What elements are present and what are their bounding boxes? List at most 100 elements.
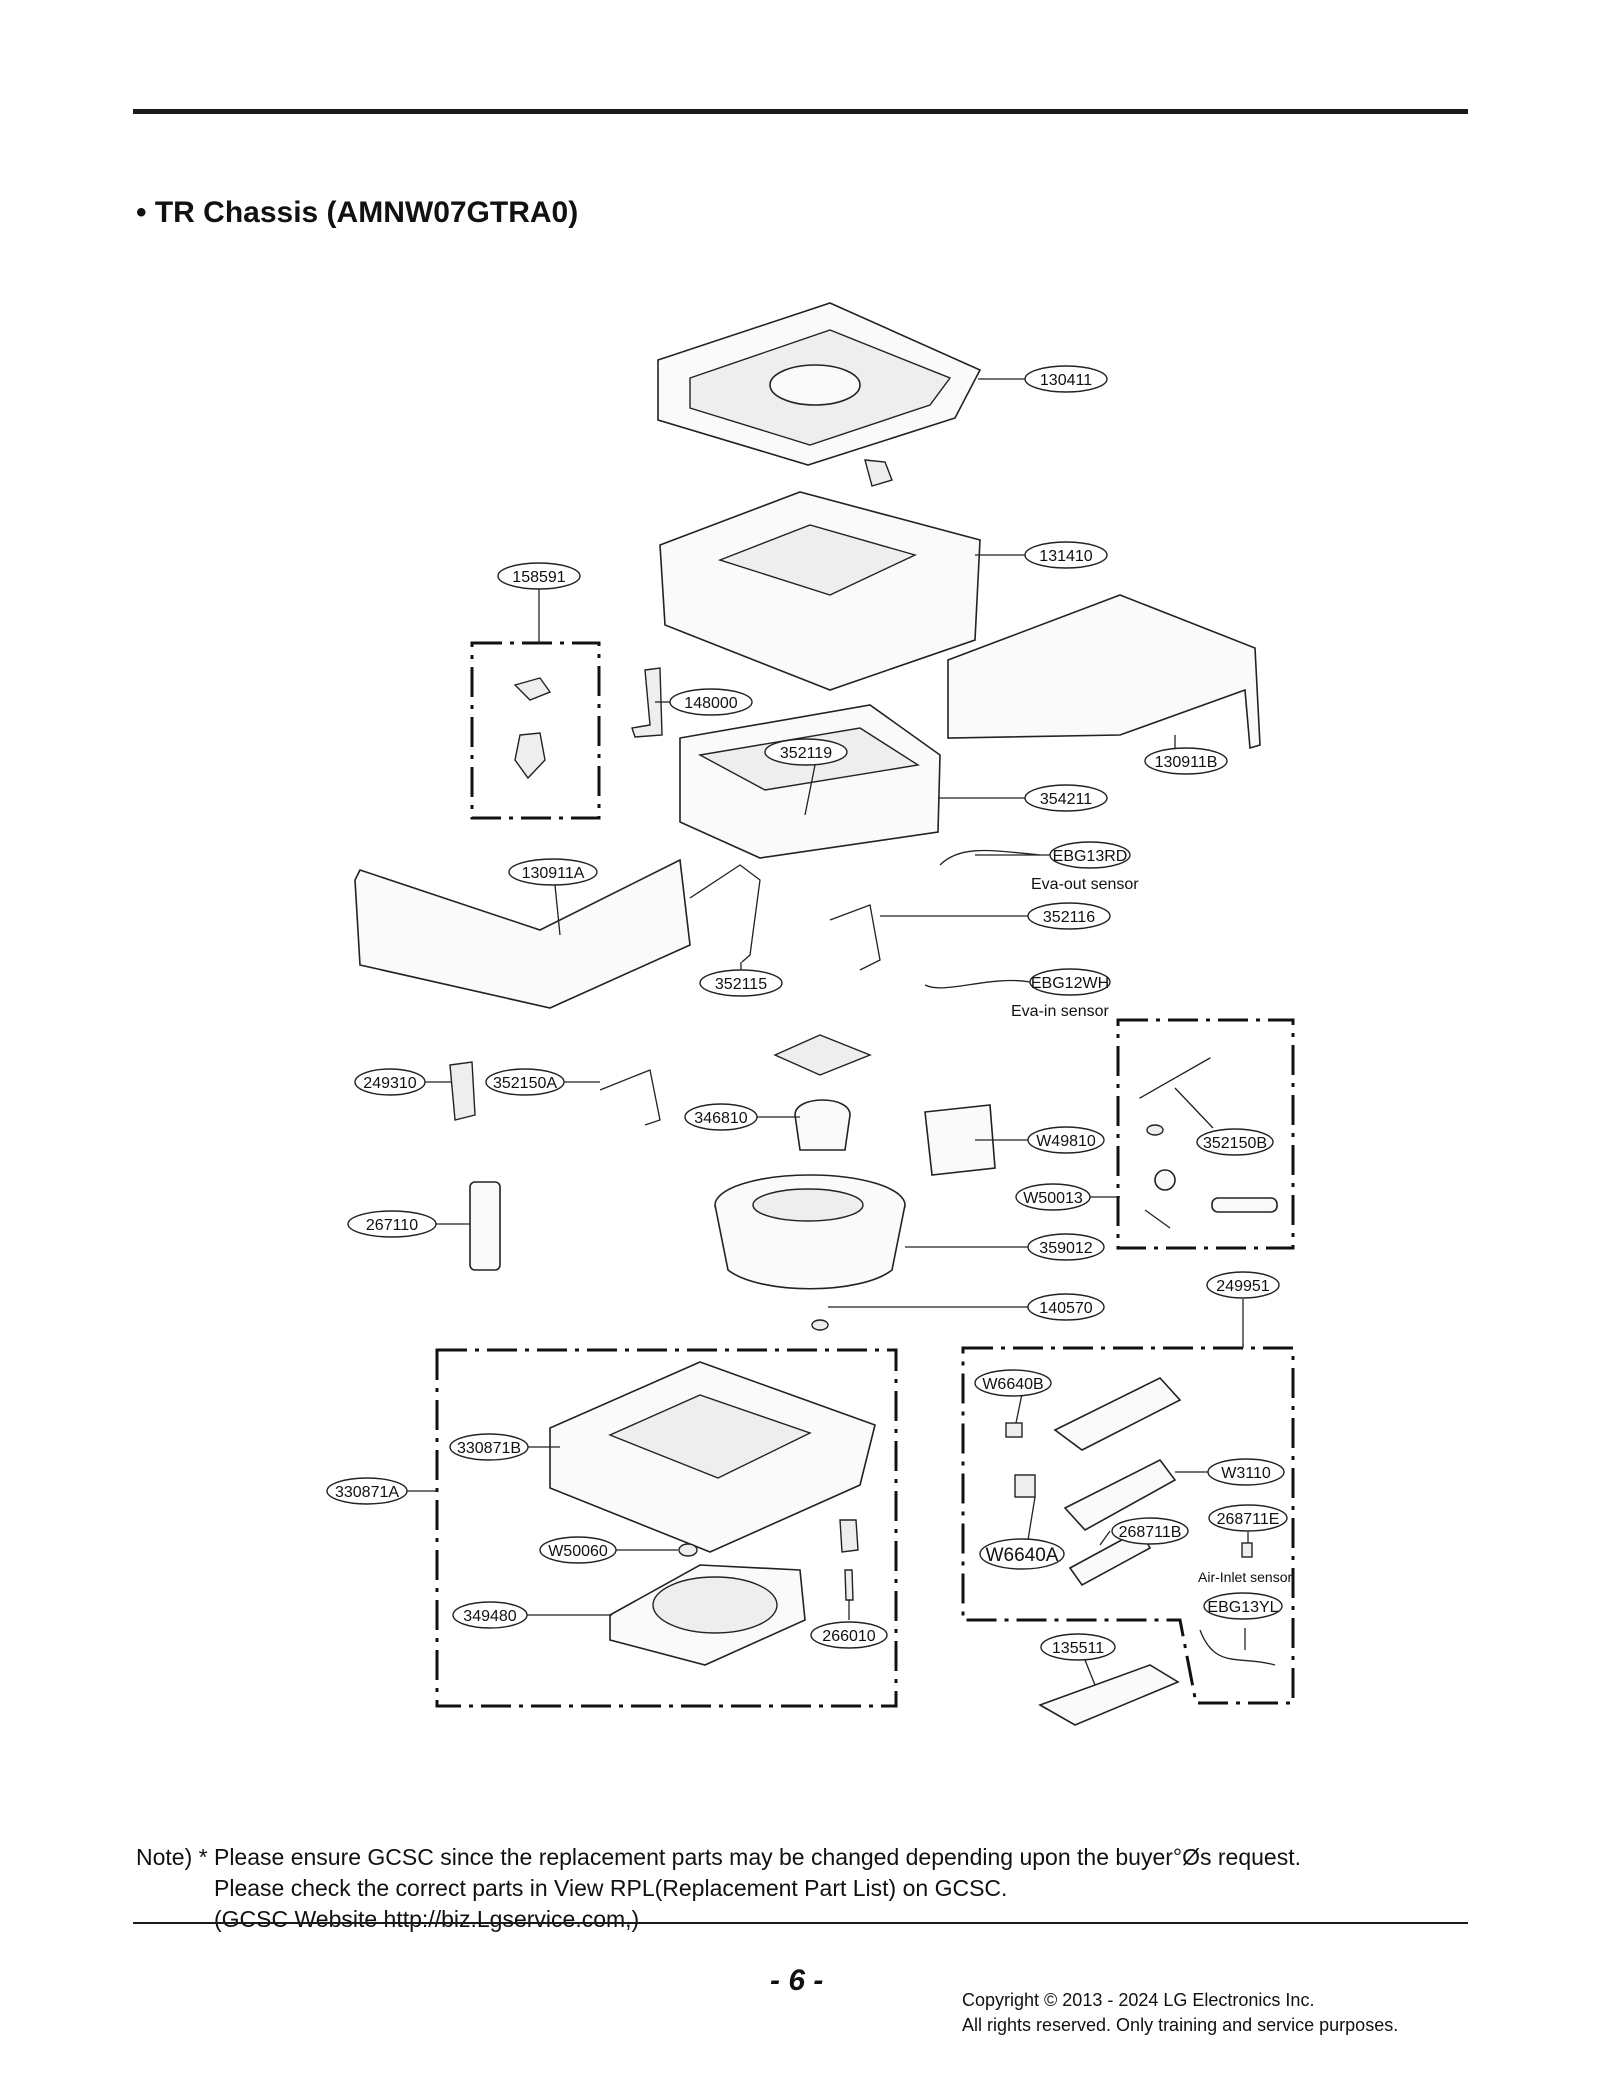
insulation-352150B	[1211, 1197, 1278, 1213]
part-label-268711E: 268711E	[1208, 1504, 1288, 1532]
bottom-rule	[133, 1922, 1468, 1924]
float-switch	[844, 1569, 854, 1601]
svg-text:131410: 131410	[1039, 548, 1092, 565]
fan-motor	[794, 1099, 851, 1151]
leader-lines	[405, 378, 1249, 1686]
cap-W50060	[678, 1543, 698, 1557]
sensor-wire-eva-in	[924, 979, 1031, 989]
part-label-140570: 140570	[1027, 1293, 1105, 1321]
part-label-352119: 352119	[764, 738, 848, 766]
part-label-249951: 249951	[1206, 1271, 1280, 1299]
svg-text:W3110: W3110	[1221, 1465, 1271, 1482]
pcb-case-W3110	[1063, 1458, 1177, 1532]
group-box-158591	[470, 641, 601, 820]
part-label-158591: 158591	[497, 562, 581, 590]
copyright-line-1: Copyright © 2013 - 2024 LG Electronics I…	[962, 1990, 1315, 2010]
top-rule	[133, 109, 1468, 114]
group-box-352150B	[1116, 1018, 1295, 1250]
note-line-2: Please check the correct parts in View R…	[214, 1875, 1008, 1901]
svg-text:EBG13RD: EBG13RD	[1053, 848, 1128, 865]
svg-text:268711B: 268711B	[1119, 1524, 1182, 1541]
group-box-249951	[961, 1346, 1295, 1705]
part-label-W50013: W50013	[1015, 1183, 1091, 1211]
side-plate-a	[354, 858, 691, 1009]
part-249310	[449, 1061, 476, 1121]
evaporator-coil	[679, 704, 941, 859]
sensor-wire-EBG13YL	[1199, 1629, 1276, 1666]
note-line-3: (GCSC Website http://biz.Lgservice.com,)	[214, 1906, 640, 1932]
part-label-130911A: 130911A	[508, 858, 598, 886]
part-label-W50060: W50060	[539, 1536, 617, 1564]
part-label-EBG13YL: EBG13YL	[1203, 1592, 1283, 1620]
svg-text:267110: 267110	[366, 1217, 418, 1234]
replacement-note: Note) * Please ensure GCSC since the rep…	[136, 1842, 1301, 1935]
svg-text:W50060: W50060	[548, 1543, 608, 1560]
turbo-fan	[714, 1174, 906, 1290]
svg-text:330871A: 330871A	[335, 1484, 399, 1501]
svg-text:359012: 359012	[1039, 1240, 1092, 1257]
cabinet-body	[659, 491, 981, 691]
svg-text:EBG12WH: EBG12WH	[1031, 975, 1109, 992]
part-label-W6640B: W6640B	[974, 1369, 1052, 1397]
svg-text:352119: 352119	[780, 745, 832, 762]
part-label-W6640A: W6640A	[979, 1538, 1065, 1570]
side-plate-b	[947, 594, 1261, 750]
svg-text:349480: 349480	[463, 1608, 516, 1625]
svg-text:266010: 266010	[822, 1628, 875, 1645]
caption-eva-in-sensor: Eva-in sensor	[1011, 1003, 1109, 1020]
svg-text:W6640B: W6640B	[982, 1376, 1043, 1393]
part-label-249310: 249310	[354, 1068, 426, 1096]
part-label-267110: 267110	[347, 1210, 437, 1238]
part-label-354211: 354211	[1024, 784, 1108, 812]
drain-pan-inner	[608, 1394, 812, 1479]
nut-140570	[811, 1319, 829, 1331]
svg-text:130411: 130411	[1040, 372, 1092, 389]
part-label-130911B: 130911B	[1144, 747, 1228, 775]
orifice-ring	[652, 1576, 778, 1634]
drain-hose-352150B	[1139, 1057, 1211, 1099]
control-box-249951	[1053, 1377, 1182, 1451]
part-label-EBG12WH: EBG12WH	[1029, 968, 1111, 996]
pump-266010	[839, 1519, 859, 1553]
pcb-268711B	[1068, 1528, 1152, 1587]
svg-text:W49810: W49810	[1036, 1133, 1096, 1150]
cover-135511	[1038, 1664, 1180, 1726]
part-label-EBG13RD: EBG13RD	[1049, 841, 1131, 869]
svg-text:352116: 352116	[1043, 909, 1095, 926]
svg-text:352150A: 352150A	[493, 1075, 557, 1092]
part-label-346810: 346810	[684, 1103, 758, 1131]
svg-text:158591: 158591	[512, 569, 565, 586]
copyright-notice: Copyright © 2013 - 2024 LG Electronics I…	[962, 1988, 1398, 2038]
svg-text:352150B: 352150B	[1203, 1135, 1267, 1152]
svg-text:249951: 249951	[1216, 1278, 1269, 1295]
note-line-1: Note) * Please ensure GCSC since the rep…	[136, 1844, 1301, 1870]
page-title: • TR Chassis (AMNW07GTRA0)	[136, 196, 579, 229]
svg-text:140570: 140570	[1039, 1300, 1092, 1317]
part-label-130411: 130411	[1024, 365, 1108, 393]
svg-text:130911A: 130911A	[522, 865, 585, 882]
svg-text:346810: 346810	[694, 1110, 747, 1127]
drain-hose-352150A	[599, 1069, 661, 1126]
svg-text:135511: 135511	[1052, 1640, 1104, 1657]
svg-text:W50013: W50013	[1023, 1190, 1083, 1207]
svg-text:EBG13YL: EBG13YL	[1207, 1599, 1278, 1616]
part-label-W49810: W49810	[1027, 1126, 1105, 1154]
pipe-352116	[829, 904, 881, 971]
part-label-352150A: 352150A	[485, 1068, 565, 1096]
part-158591-cap	[514, 732, 546, 780]
screw-W50013	[1144, 1209, 1171, 1229]
svg-text:330871B: 330871B	[457, 1440, 521, 1457]
washer-352150B	[1146, 1124, 1164, 1136]
terminal-W6640B	[1005, 1422, 1023, 1438]
part-label-131410: 131410	[1024, 541, 1108, 569]
part-label-330871B: 330871B	[449, 1433, 529, 1461]
svg-text:249310: 249310	[363, 1075, 416, 1092]
part-158591-clip	[513, 677, 552, 701]
remote-controller	[469, 1181, 501, 1271]
control-box-cover	[924, 1104, 996, 1176]
svg-text:268711E: 268711E	[1217, 1511, 1280, 1528]
part-label-330871A: 330871A	[326, 1477, 408, 1505]
sensor-268711E	[1241, 1542, 1253, 1558]
svg-text:148000: 148000	[684, 695, 737, 712]
terminal-W6640A	[1014, 1474, 1036, 1498]
